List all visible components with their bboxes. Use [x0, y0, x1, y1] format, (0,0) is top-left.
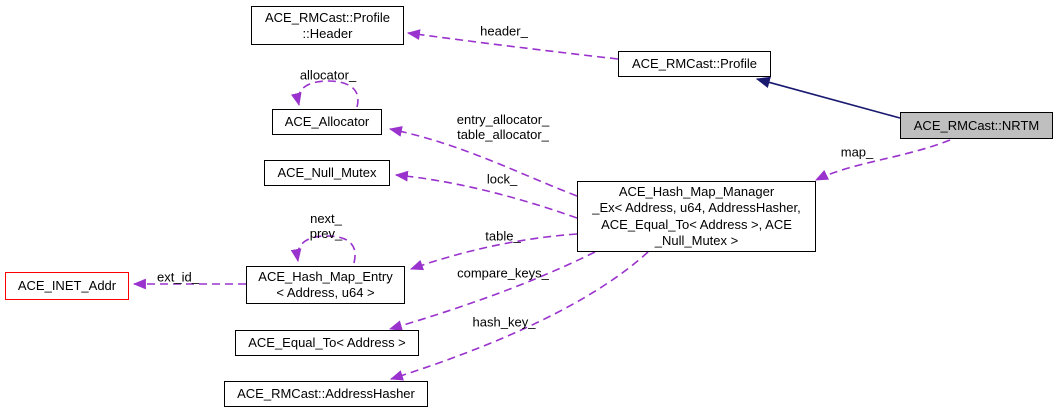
- edge-label-map: map_: [840, 144, 874, 160]
- edge-label-hash-key: hash_key_: [472, 314, 536, 330]
- node-ace-hash-map-manager-ex[interactable]: ACE_Hash_Map_Manager _Ex< Address, u64, …: [577, 181, 816, 252]
- edge-map: [815, 139, 951, 181]
- edge-header: [406, 29, 619, 60]
- node-ace-equal-to[interactable]: ACE_Equal_To< Address >: [235, 330, 419, 356]
- node-ace-rmcast-profile[interactable]: ACE_RMCast::Profile: [618, 51, 771, 77]
- edge-label-ext-id: ext_id_: [157, 269, 199, 285]
- edge-label-next-prev: next_ prev_: [309, 211, 343, 241]
- node-ace-hash-map-entry[interactable]: ACE_Hash_Map_Entry < Address, u64 >: [246, 266, 405, 304]
- edge-entry-self-loop: [290, 235, 356, 264]
- node-ace-rmcast-profile-header[interactable]: ACE_RMCast::Profile ::Header: [251, 6, 404, 45]
- edge-label-allocator: allocator_: [299, 67, 357, 83]
- edge-label-lock: lock_: [486, 171, 518, 187]
- edge-inheritance-nrtm-profile: [755, 76, 901, 119]
- node-ace-rmcast-nrtm: ACE_RMCast::NRTM: [900, 112, 1053, 139]
- edge-entry-table-allocator: [388, 126, 578, 197]
- node-ace-inet-addr[interactable]: ACE_INET_Addr: [5, 272, 129, 300]
- node-ace-rmcast-address-hasher[interactable]: ACE_RMCast::AddressHasher: [224, 381, 428, 407]
- node-ace-allocator[interactable]: ACE_Allocator: [272, 109, 382, 135]
- edge-table: [409, 233, 578, 271]
- edge-label-entry-table-allocator: entry_allocator_ table_allocator_: [456, 112, 550, 142]
- edge-label-header: header_: [480, 23, 528, 39]
- edge-lock: [394, 170, 578, 219]
- edge-compare-keys: [388, 251, 596, 331]
- node-ace-null-mutex[interactable]: ACE_Null_Mutex: [264, 160, 390, 186]
- edge-label-compare-keys: compare_keys_: [457, 265, 549, 281]
- edge-allocator-self-loop: [291, 80, 359, 108]
- edge-hash-key: [389, 251, 649, 381]
- edge-label-table: table_: [485, 228, 521, 244]
